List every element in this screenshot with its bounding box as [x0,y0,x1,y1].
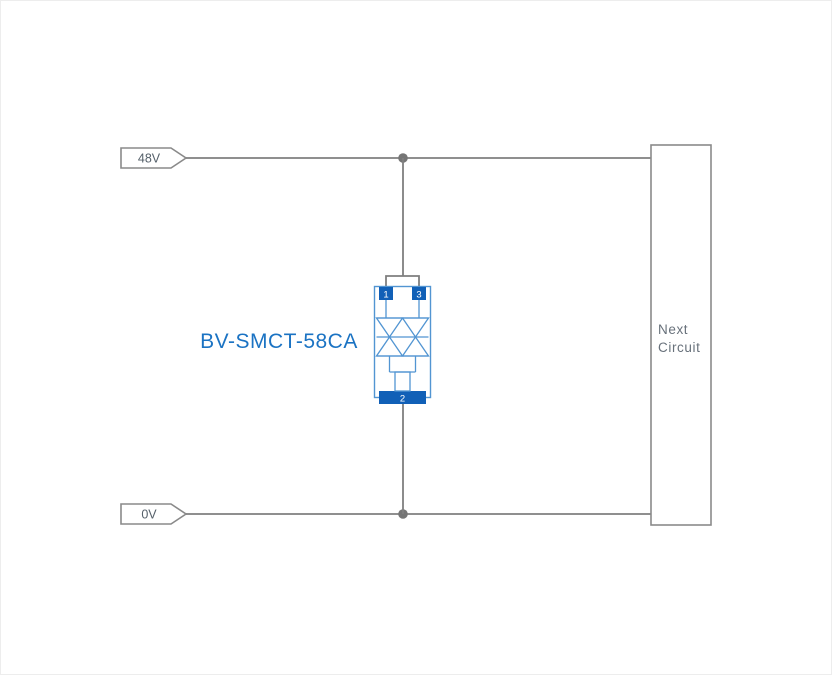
pin-1 [379,287,393,300]
pin-2-label: 2 [400,394,405,405]
diode-left-triangle-down [375,317,404,339]
branch-fork [385,275,420,287]
diode-right-triangle-down [401,317,430,339]
rail-tag-48v-label: 48V [138,152,161,166]
diode-symbol-left [375,317,404,372]
rail-tag-48v [120,147,188,169]
bottom-rail: 0V [120,503,651,525]
pin-1-label: 1 [383,290,388,301]
pin-3-label: 3 [416,290,421,301]
component-body [373,285,432,399]
rail-tag-0v [120,503,188,525]
pin-2 [379,391,426,404]
internal-connector [394,371,411,392]
next-circuit-box [650,144,712,526]
pin-3 [412,287,426,300]
component-label: BV-SMCT-58CA [200,330,358,353]
diode-symbol-right [401,317,430,372]
top-rail: 48V [120,147,651,169]
next-circuit-label-line1: Next [658,322,688,337]
tvs-component: 1 3 2 [373,285,432,405]
next-circuit-label-line2: Circuit [658,340,700,355]
rail-tag-0v-label: 0V [141,508,157,522]
next-circuit: Next Circuit [650,144,712,526]
